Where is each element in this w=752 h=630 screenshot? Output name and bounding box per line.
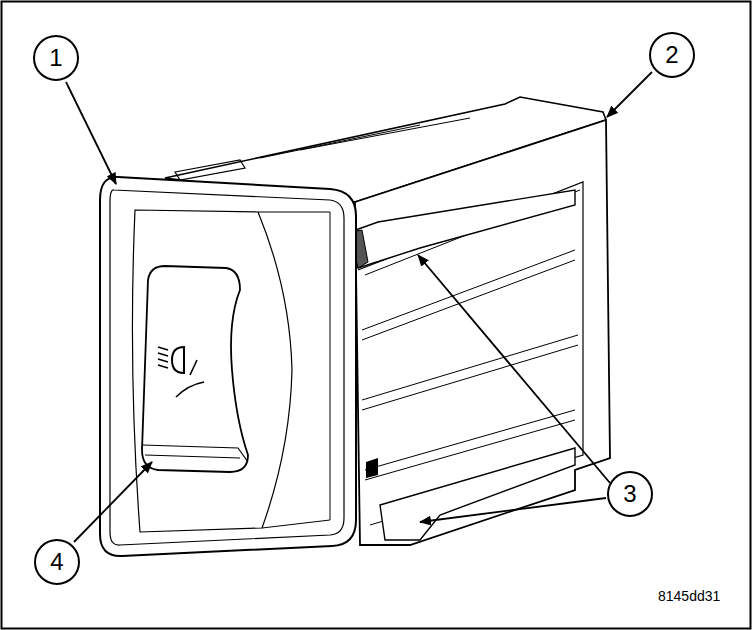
callout-circle: 1 [33, 35, 79, 81]
callout-number: 2 [665, 41, 678, 69]
callout-circle: 2 [649, 32, 695, 78]
callout-circle: 3 [607, 471, 653, 517]
callout-number: 4 [50, 548, 63, 576]
callout-number: 1 [49, 44, 62, 72]
callout-number: 3 [623, 480, 636, 508]
callout-circle: 4 [34, 539, 80, 585]
figure-id: 8145dd31 [658, 588, 720, 604]
